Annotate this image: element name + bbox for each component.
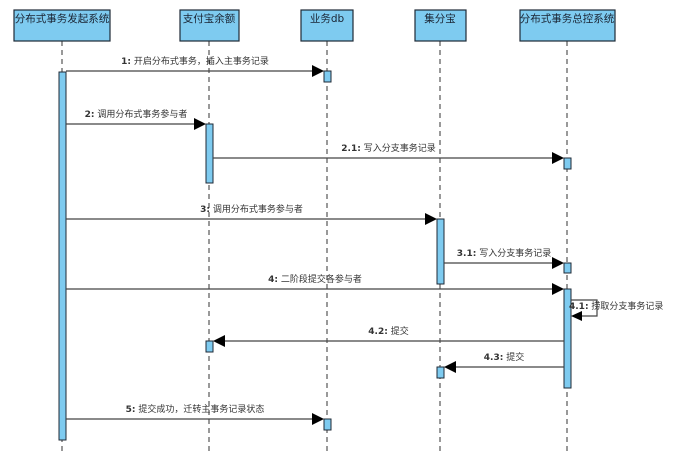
lifeline-title: 分布式事务发起系统 [15,12,110,25]
lifeline-jifenbao[interactable]: 集分宝 [414,9,467,455]
message-text: 写入分支事务记录 [476,247,551,259]
activation-bar [205,340,214,353]
message-label: 1: 开启分布式事务，插入主事务记录 [121,55,269,67]
message-label: 5: 提交成功，迁转主事务记录状态 [126,403,265,415]
activation-bar [323,418,332,431]
message-label: 4.1: 捞取分支事务记录 [569,300,663,312]
message-number: 3.1: [457,249,477,259]
lifeline-db[interactable]: 业务db [300,9,354,455]
activation-bar [205,123,214,184]
message-number: 2.1: [341,144,361,154]
arrowhead-icon [552,257,564,269]
message-label: 2: 调用分布式事务参与者 [85,108,188,120]
arrowhead-icon [312,413,324,425]
activation-bar [563,157,572,170]
message-label: 3: 调用分布式事务参与者 [200,203,303,215]
message-4-2[interactable]: 4.2: 提交 [213,325,564,347]
message-3-1[interactable]: 3.1: 写入分支事务记录 [444,247,564,269]
message-number: 1: [121,57,131,67]
message-number: 2: [85,110,95,120]
arrowhead-icon [194,118,206,130]
self-message-line [571,299,598,317]
message-4-3[interactable]: 4.3: 提交 [444,351,564,373]
activation-bar [436,366,445,379]
arrowhead-icon [425,213,437,225]
message-label: 3.1: 写入分支事务记录 [457,247,551,259]
message-2-1[interactable]: 2.1: 写入分支事务记录 [213,142,564,164]
message-1[interactable]: 1: 开启分布式事务，插入主事务记录 [66,55,324,77]
lifeline-title: 分布式事务总控系统 [520,12,615,25]
lifeline-box[interactable] [179,9,240,42]
message-number: 4.2: [368,327,388,337]
message-label: 2.1: 写入分支事务记录 [341,142,435,154]
arrowhead-icon [213,335,225,347]
arrowhead-icon [552,283,564,295]
message-2[interactable]: 2: 调用分布式事务参与者 [66,108,206,130]
lifeline-alipay[interactable]: 支付宝余额 [179,9,240,455]
activation-bar [58,71,67,441]
message-3[interactable]: 3: 调用分布式事务参与者 [66,203,437,225]
message-5[interactable]: 5: 提交成功，迁转主事务记录状态 [66,403,324,425]
message-text: 提交 [503,351,524,363]
message-number: 4.3: [484,353,504,363]
lifeline-box[interactable] [414,9,467,42]
message-text: 捞取分支事务记录 [589,300,664,312]
message-text: 开启分布式事务，插入主事务记录 [131,55,269,67]
lifeline-initiator[interactable]: 分布式事务发起系统 [13,9,111,455]
message-number: 4: [268,275,278,285]
arrowhead-icon [444,361,456,373]
arrowhead-icon [571,311,582,321]
message-number: 4.1: [569,302,589,312]
lifeline-title: 支付宝余额 [183,12,236,25]
message-number: 3: [200,205,210,215]
activation-bar [323,70,332,83]
message-label: 4.3: 提交 [484,351,524,363]
activation-bar [563,262,572,274]
lifeline-box[interactable] [300,9,354,42]
message-text: 写入分支事务记录 [361,142,436,154]
message-4-1[interactable]: 4.1: 捞取分支事务记录 [569,299,663,321]
message-4[interactable]: 4: 二阶段提交各参与者 [66,273,564,295]
message-label: 4: 二阶段提交各参与者 [268,273,362,285]
message-text: 调用分布式事务参与者 [95,108,188,120]
lifeline-title: 业务db [310,12,345,25]
message-label: 4.2: 提交 [368,325,408,337]
message-text: 提交成功，迁转主事务记录状态 [136,403,265,415]
message-text: 二阶段提交各参与者 [278,273,362,285]
activation-bar [563,288,572,389]
activation-bar [436,218,445,285]
lifeline-title: 集分宝 [424,12,456,25]
arrowhead-icon [552,152,564,164]
lifeline-box[interactable] [519,9,616,42]
arrowhead-icon [312,65,324,77]
message-text: 调用分布式事务参与者 [210,203,303,215]
lifeline-coordinator[interactable]: 分布式事务总控系统 [519,9,616,455]
message-text: 提交 [388,325,409,337]
message-number: 5: [126,405,136,415]
lifeline-box[interactable] [13,9,111,42]
